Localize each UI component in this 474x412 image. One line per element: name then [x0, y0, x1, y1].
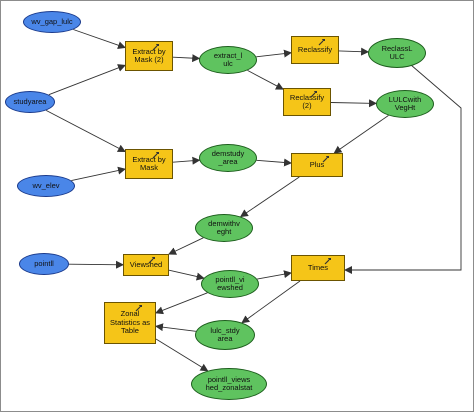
- tool-label: Times: [307, 262, 329, 272]
- tool-label: Plus: [309, 159, 325, 169]
- connector-zonal-to-zonalstat[interactable]: [155, 338, 209, 372]
- hammer-icon: [322, 156, 329, 163]
- connector-wv_elev-to-extract_mask[interactable]: [71, 166, 126, 182]
- connector-extract_lulc-to-reclassify[interactable]: [256, 49, 292, 58]
- tool-zonal-statistics[interactable]: Zonal Statistics as Table: [104, 302, 156, 344]
- hammer-icon: [152, 44, 159, 51]
- output-demstudy-area[interactable]: demstudy _area: [199, 144, 257, 172]
- tool-reclassify[interactable]: Reclassify: [291, 36, 339, 64]
- connector-studyarea-to-extract_mask[interactable]: [45, 110, 126, 152]
- output-extract-lulc[interactable]: extract_l ulc: [199, 46, 257, 74]
- connector-lulc_veght-to-plus[interactable]: [333, 115, 389, 154]
- connector-plus-to-demwithveght[interactable]: [239, 176, 300, 218]
- output-lulc-stdy-area[interactable]: lulc_stdy area: [195, 320, 255, 350]
- tool-label: Reclassify (2): [289, 92, 325, 110]
- output-zonalstat[interactable]: pointll_views hed_zonalstat: [191, 368, 267, 400]
- hammer-icon: [318, 39, 325, 46]
- input-pointll[interactable]: pointll: [19, 253, 69, 275]
- connector-reclassify2-to-lulc_veght[interactable]: [330, 99, 377, 108]
- connector-reclassify-to-reclass_lulc[interactable]: [338, 47, 370, 56]
- connector-viewshed-to-pointll_vi[interactable]: [168, 269, 205, 281]
- connector-pointll_vi-to-zonal[interactable]: [155, 292, 208, 315]
- connector-extract_mask2-to-extract_lulc[interactable]: [172, 54, 201, 63]
- connector-demwithveght-to-viewshed[interactable]: [168, 237, 204, 255]
- hammer-icon: [135, 305, 142, 312]
- tool-extract-by-mask[interactable]: Extract by Mask: [125, 149, 173, 179]
- connector-studyarea-to-extract_mask2[interactable]: [48, 64, 126, 96]
- input-wv-elev[interactable]: wv_elev: [17, 175, 75, 197]
- input-wv-gap-lulc[interactable]: wv_gap_lulc: [23, 11, 81, 33]
- connector-demstudy-to-plus[interactable]: [256, 158, 292, 167]
- connector-pointll-to-viewshed[interactable]: [68, 260, 124, 269]
- tool-extract-by-mask-2[interactable]: Extract by Mask (2): [125, 41, 173, 71]
- connector-pointll_vi-to-times[interactable]: [257, 270, 292, 280]
- connector-extract_mask-to-demstudy[interactable]: [172, 156, 201, 165]
- input-studyarea[interactable]: studyarea: [5, 91, 55, 113]
- tool-plus[interactable]: Plus: [291, 153, 343, 177]
- hammer-icon: [148, 257, 155, 264]
- connector-wv_gap_lulc-to-extract_mask2[interactable]: [73, 29, 126, 50]
- connector-lulc_stdy-to-zonal[interactable]: [155, 323, 196, 332]
- tool-label: Extract by Mask: [132, 154, 166, 172]
- tool-reclassify-2[interactable]: Reclassify (2): [283, 88, 331, 116]
- connector-reclass_lulc-to-times[interactable]: [344, 64, 462, 274]
- output-lulc-with-veght[interactable]: LULCwith VegHt: [376, 90, 434, 118]
- output-demwithveght[interactable]: demwithv eght: [195, 214, 253, 242]
- tool-viewshed[interactable]: Viewshed: [123, 254, 169, 276]
- connector-times-to-lulc_stdy[interactable]: [241, 280, 301, 324]
- hammer-icon: [310, 91, 317, 98]
- tool-times[interactable]: Times: [291, 255, 345, 281]
- output-reclass-lulc[interactable]: ReclassL ULC: [368, 38, 426, 68]
- hammer-icon: [324, 258, 331, 265]
- tool-label: Reclassify: [297, 44, 333, 54]
- tool-label: Zonal Statistics as Table: [109, 309, 150, 336]
- tool-label: Extract by Mask (2): [132, 46, 166, 64]
- tool-label: Viewshed: [129, 259, 163, 269]
- output-pointll-viewshed[interactable]: pointll_vi ewshed: [201, 270, 259, 298]
- connector-extract_lulc-to-reclassify2[interactable]: [247, 70, 284, 90]
- hammer-icon: [152, 152, 159, 159]
